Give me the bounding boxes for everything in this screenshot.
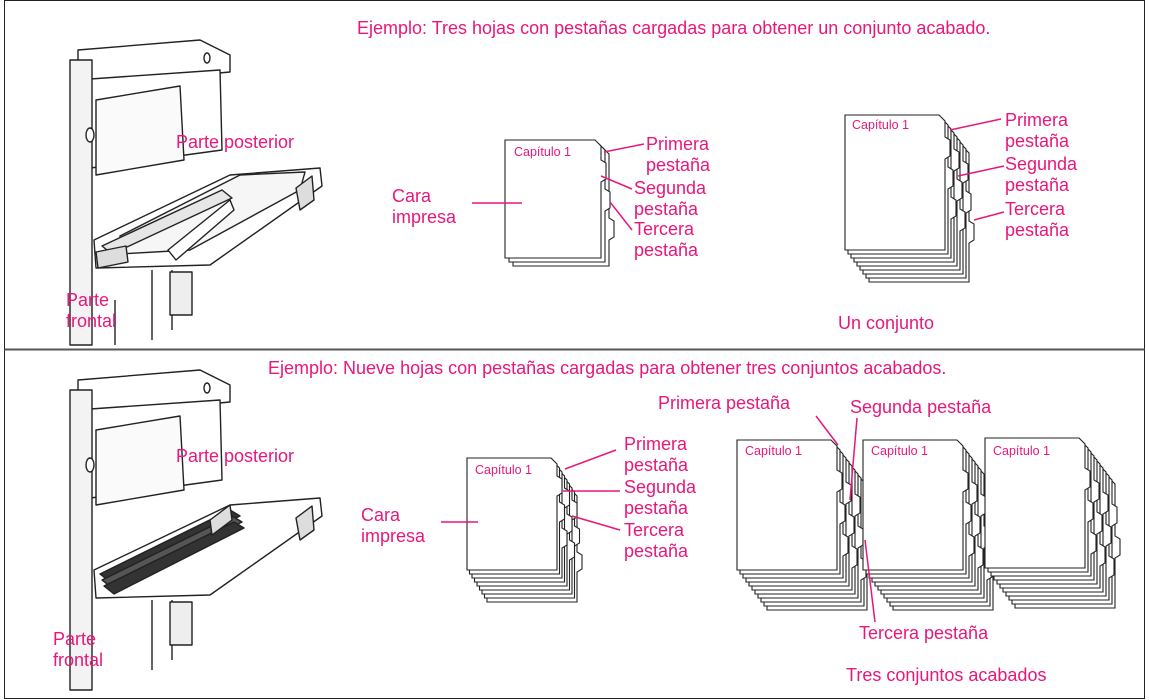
top-set-second-tab-label-2: pestaña [1005,175,1070,195]
bottom-tray-back-label: Parte posterior [176,446,295,466]
top-set-first-tab-label-2: pestaña [1005,131,1070,151]
top-caption: Ejemplo: Tres hojas con pestañas cargada… [357,18,991,38]
top-second-tab-label-2: pestaña [634,199,699,219]
tab-sheet [844,114,951,251]
bottom-printed-side-label-1: Cara [361,505,401,525]
top-printed-side-label-2: impresa [392,207,457,227]
bottom-second-tab-callout: Segunda pestaña [850,397,992,417]
top-set-third-tab-label-2: pestaña [1005,220,1070,240]
bottom-tray-front-label-2: frontal [53,650,104,670]
tab-sheet [984,437,1091,569]
top-third-tab-label-2: pestaña [634,240,699,260]
leader-lines [441,118,1005,623]
bottom-third-tab-label-2: pestaña [624,541,689,561]
bottom-nine-tab-sheets [466,457,583,603]
top-set-caption: Un conjunto [838,313,935,333]
top-first-tab-label-1: Primera [646,134,710,154]
tab-sheet [466,457,563,571]
top-set-chapter-label: Capítulo 1 [852,118,909,132]
printer-tray-illustration-top [69,39,323,346]
top-set-first-tab-label-1: Primera [1005,110,1069,130]
top-tray-front-label-1: Parte [66,290,110,310]
bottom-first-tab-label-1: Primera [624,434,688,454]
top-printed-side-label-1: Cara [392,186,432,206]
bottom-set1-chapter-label: Capítulo 1 [745,444,802,458]
bottom-set2-chapter-label: Capítulo 1 [871,444,928,458]
bottom-finished-set-3 [984,437,1121,609]
top-tray-front-label-2: frontal [66,311,117,331]
bottom-sheet-chapter-label: Capítulo 1 [475,463,532,477]
top-three-tab-sheets [504,139,615,267]
tab-sheet [862,439,969,571]
bottom-finished-set-1 [736,439,873,611]
bottom-finished-set-2 [862,439,999,611]
top-second-tab-label-1: Segunda [634,178,707,198]
top-sheet-chapter-label: Capítulo 1 [514,145,571,159]
bottom-third-tab-callout: Tercera pestaña [859,623,989,643]
bottom-second-tab-label-2: pestaña [624,498,689,518]
top-finished-set [844,114,975,283]
tab-sheet [736,439,843,571]
top-set-second-tab-label-1: Segunda [1005,154,1078,174]
bottom-first-tab-label-2: pestaña [624,455,689,475]
bottom-set3-chapter-label: Capítulo 1 [993,444,1050,458]
bottom-second-tab-label-1: Segunda [624,477,697,497]
bottom-printed-side-label-2: impresa [361,526,426,546]
bottom-tray-front-label-1: Parte [53,629,97,649]
bottom-first-tab-callout: Primera pestaña [658,393,791,413]
top-set-third-tab-label-1: Tercera [1005,199,1066,219]
top-first-tab-label-2: pestaña [646,155,711,175]
printer-tray-illustration-bottom [69,369,323,691]
tab-sheet-stacks [466,114,1121,611]
bottom-third-tab-label-1: Tercera [624,520,685,540]
top-tray-back-label: Parte posterior [176,132,295,152]
top-third-tab-label-1: Tercera [634,219,695,239]
bottom-sets-caption: Tres conjuntos acabados [846,665,1047,685]
tab-sheet [504,139,607,259]
bottom-caption: Ejemplo: Nueve hojas con pestañas cargad… [268,358,947,378]
